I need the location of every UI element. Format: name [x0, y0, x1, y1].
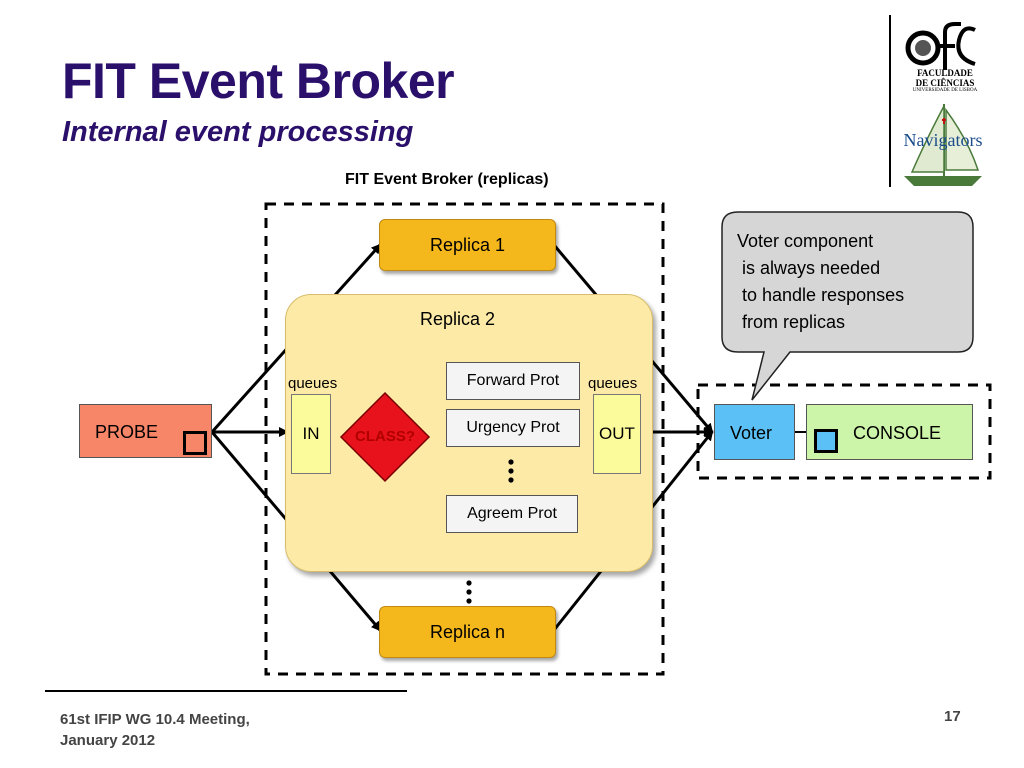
queues-out-label: queues: [588, 375, 638, 392]
callout-bubble: [721, 211, 974, 401]
replica1-box: Replica 1: [379, 219, 556, 271]
logo-divider: [889, 15, 891, 187]
ellipsis-dot: [466, 580, 472, 586]
callout-text: Voter component is always needed to hand…: [737, 231, 905, 332]
forward-prot-box: Forward Prot: [446, 362, 580, 400]
footer-rule: [45, 690, 407, 692]
ellipsis-dot: [466, 589, 472, 595]
broker-boundary: [264, 202, 665, 676]
probe-label: PROBE: [95, 422, 159, 442]
probe-port-icon: [183, 431, 207, 455]
console-port-icon: [814, 429, 838, 453]
faculty-logo-icon: [905, 22, 976, 70]
voter-box: [714, 404, 795, 460]
faculty-university: UNIVERSIDADE DE LISBOA: [912, 88, 978, 93]
console-label: CONSOLE: [853, 423, 942, 443]
slide-title: FIT Event Broker: [62, 53, 455, 109]
queues-in-label: queues: [288, 375, 338, 392]
agreem-prot-box: Agreem Prot: [446, 495, 578, 533]
voter-label: Voter: [730, 423, 773, 443]
classifier-label: CLASS?: [355, 428, 415, 445]
slide-subtitle: Internal event processing: [62, 116, 414, 148]
broker-caption: FIT Event Broker (replicas): [345, 171, 549, 188]
faculty-name: FACULDADE DE CIÊNCIAS: [915, 68, 975, 88]
replica2-label: Replica 2: [420, 309, 496, 329]
replican-box: Replica n: [379, 606, 556, 658]
page-number: 17: [944, 708, 961, 725]
navigators-logo-text: Navigators: [904, 130, 983, 150]
navigators-logo-icon: Navigators: [904, 104, 983, 186]
in-queue-box: IN: [291, 394, 331, 474]
ellipsis-dot: [466, 598, 472, 604]
urgency-prot-box: Urgency Prot: [446, 409, 580, 447]
out-queue-box: OUT: [593, 394, 641, 474]
footer-meeting: 61st IFIP WG 10.4 Meeting, January 2012: [60, 711, 250, 749]
